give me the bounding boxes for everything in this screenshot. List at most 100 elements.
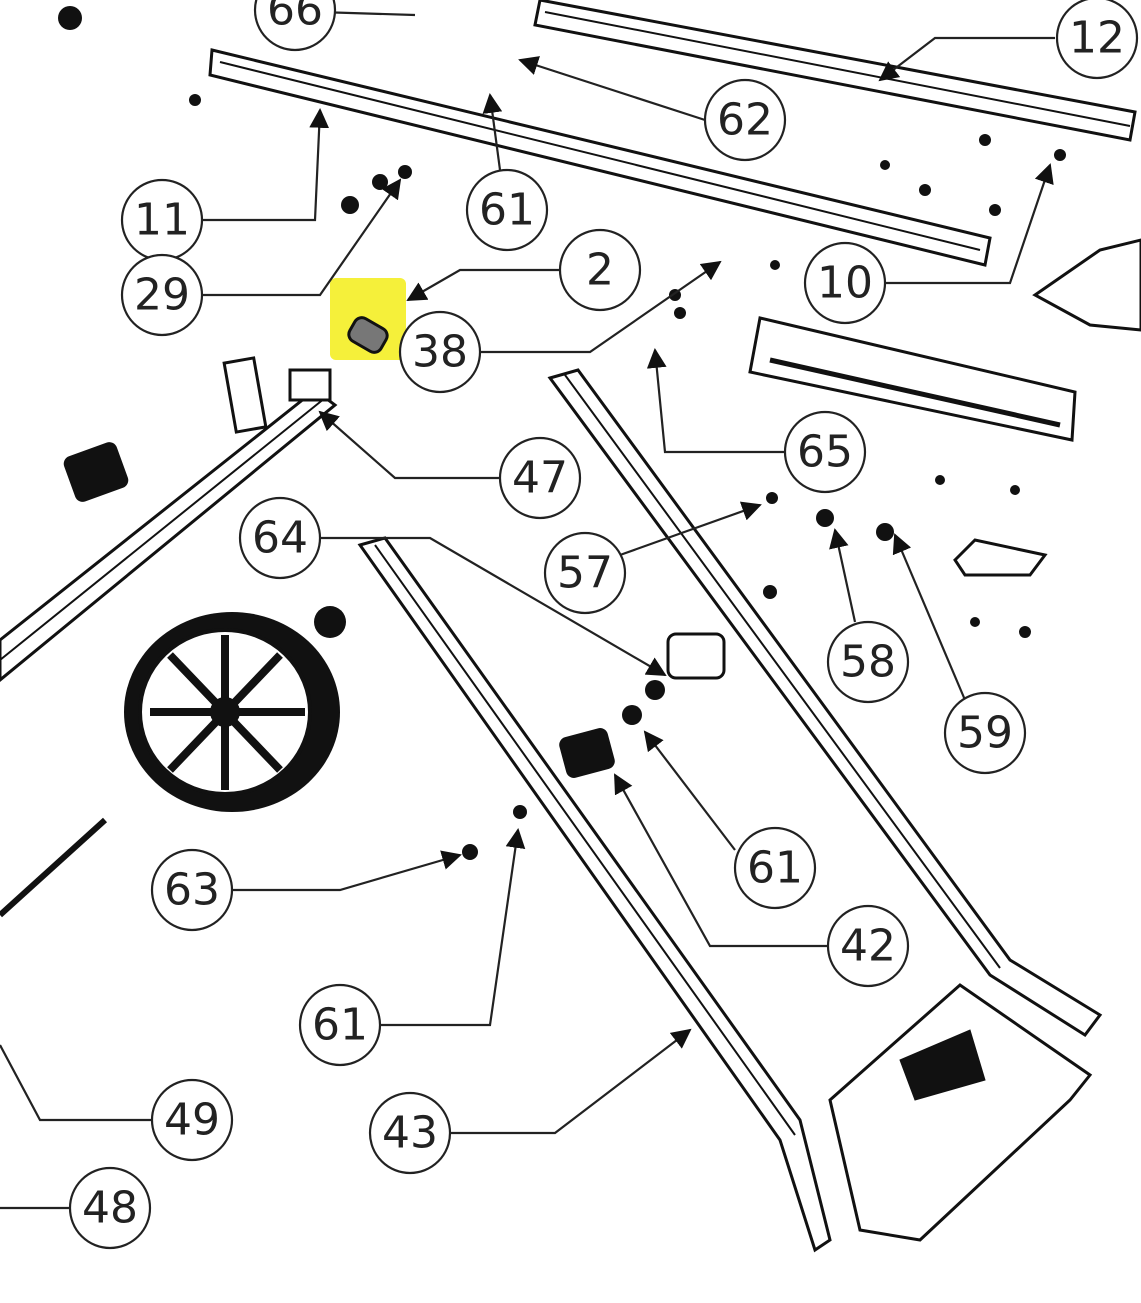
callout-circle (68, 1166, 152, 1250)
leader-line-11 (200, 108, 330, 222)
cap (314, 606, 346, 638)
callout-63[interactable]: 63 (150, 848, 234, 932)
callout-number: 38 (412, 327, 468, 378)
callout-number: 2 (586, 245, 614, 296)
callout-64[interactable]: 64 (238, 496, 322, 580)
leader-line-10 (885, 163, 1054, 285)
callout-circle (150, 1078, 234, 1162)
callout-circle (803, 241, 887, 325)
callout-65[interactable]: 65 (783, 410, 867, 494)
callout-38[interactable]: 38 (398, 310, 482, 394)
axle-rod (0, 817, 108, 918)
leader-line-29 (200, 178, 402, 297)
callout-58[interactable]: 58 (826, 620, 910, 704)
left-rail[interactable] (0, 356, 338, 682)
top-rail[interactable] (208, 48, 992, 267)
part-60-bracket (953, 538, 1048, 577)
leader-line-58 (829, 528, 857, 623)
leader-line-61 (380, 828, 526, 1027)
callout-2[interactable]: 2 (558, 228, 642, 312)
callout-number: 58 (840, 637, 896, 688)
callout-number: 57 (557, 548, 613, 599)
callout-47[interactable]: 47 (498, 436, 582, 520)
callout-number: 47 (512, 453, 568, 504)
leader-line-42 (614, 773, 828, 948)
callout-number: 29 (134, 270, 190, 321)
callout-29[interactable]: 29 (120, 253, 204, 337)
callout-number: 42 (840, 921, 896, 972)
callout-11[interactable]: 11 (120, 178, 204, 262)
callout-number: 12 (1069, 13, 1125, 64)
callout-circle (368, 1091, 452, 1175)
callout-circle (826, 904, 910, 988)
part-64 (666, 632, 726, 680)
callout-number: 61 (747, 843, 803, 894)
leader-line-12 (878, 36, 1055, 82)
callout-48[interactable]: 48 (68, 1166, 152, 1250)
leader-line-47 (318, 410, 500, 480)
callout-circle (298, 983, 382, 1067)
callout-circle (543, 531, 627, 615)
leader-line-61 (643, 730, 736, 851)
callout-circle (703, 78, 787, 162)
callout-circle (558, 228, 642, 312)
hardware (58, 6, 1066, 860)
leader-line-59 (892, 533, 967, 701)
leader-line-57 (619, 501, 762, 557)
callout-62[interactable]: 62 (703, 78, 787, 162)
leader-line-64 (320, 536, 667, 676)
callout-circle (783, 410, 867, 494)
callout-circle (398, 310, 482, 394)
callout-circle (465, 168, 549, 252)
leader-line-65 (646, 348, 785, 454)
callout-number: 61 (312, 1000, 368, 1051)
leader-line-49 (0, 1044, 152, 1122)
callout-number: 59 (957, 708, 1013, 759)
leader-line-2 (406, 268, 560, 301)
foot-bracket[interactable] (828, 983, 1093, 1242)
callout-circle (826, 620, 910, 704)
callout-circle (150, 848, 234, 932)
callout-number: 10 (817, 258, 873, 309)
callout-59[interactable]: 59 (943, 691, 1027, 775)
callout-66[interactable]: 66 (253, 0, 337, 52)
leader-line-61 (482, 93, 503, 171)
foot-cap (63, 442, 129, 502)
part-42 (559, 728, 615, 778)
callout-circle (238, 496, 322, 580)
callout-circle (733, 826, 817, 910)
leg-right[interactable] (547, 368, 1103, 1038)
callout-circle (1055, 0, 1139, 80)
callout-43[interactable]: 43 (368, 1091, 452, 1175)
part-right-top (1032, 238, 1141, 332)
callout-10[interactable]: 10 (803, 241, 887, 325)
callout-61[interactable]: 61 (465, 168, 549, 252)
leader-line-63 (230, 850, 462, 892)
callout-number: 11 (134, 195, 190, 246)
callout-circle (120, 253, 204, 337)
callout-number: 64 (252, 513, 308, 564)
callout-49[interactable]: 49 (150, 1078, 234, 1162)
callout-42[interactable]: 42 (826, 904, 910, 988)
callout-61[interactable]: 61 (733, 826, 817, 910)
callout-circle (498, 436, 582, 520)
callout-circle (253, 0, 337, 52)
part-38 (347, 316, 389, 354)
callout-12[interactable]: 12 (1055, 0, 1139, 80)
rail-12[interactable] (533, 0, 1137, 142)
callout-number: 49 (164, 1095, 220, 1146)
callout-number: 65 (797, 427, 853, 478)
callout-number: 43 (382, 1108, 438, 1159)
callout-number: 61 (479, 185, 535, 236)
callout-61[interactable]: 61 (298, 983, 382, 1067)
callout-57[interactable]: 57 (543, 531, 627, 615)
crossbar[interactable] (748, 316, 1077, 442)
callout-number: 63 (164, 865, 220, 916)
callout-number: 62 (717, 95, 773, 146)
wheel[interactable] (124, 612, 340, 812)
leader-line-38 (475, 260, 722, 354)
leader-line-62 (518, 56, 706, 122)
leader-line-43 (450, 1028, 692, 1135)
callout-number: 66 (267, 0, 323, 36)
